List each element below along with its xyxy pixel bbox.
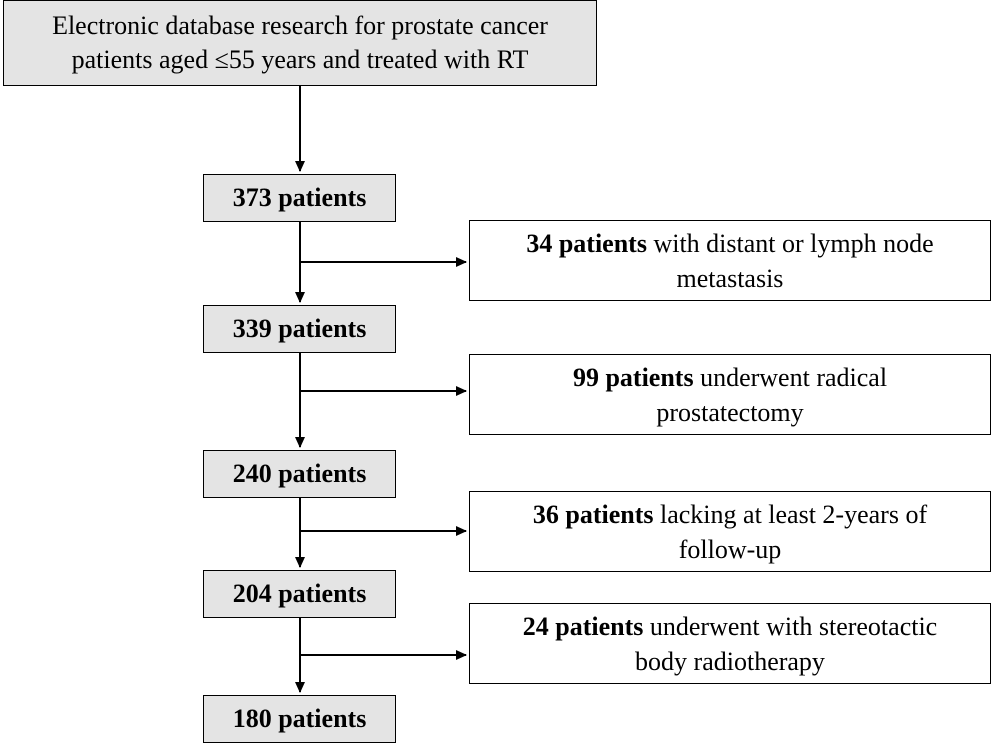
- source-line-1: Electronic database research for prostat…: [52, 11, 548, 40]
- exclusion-reason-cont: prostatectomy: [656, 397, 804, 427]
- source-line-2: patients aged ≤55 years and treated with…: [71, 45, 529, 74]
- stage-label: 180 patients: [232, 704, 367, 733]
- exclusion-reason: underwent with stereotactic: [649, 611, 938, 641]
- exclusion-reason: with distant or lymph node: [653, 228, 934, 258]
- exclusion-reason: underwent radical: [700, 362, 888, 392]
- stage-box-3: 240 patients: [203, 450, 396, 498]
- stage-label: 339 patients: [232, 314, 367, 343]
- exclusion-box-4: 24 patients underwent with stereotactic …: [469, 603, 991, 684]
- stage-label: 204 patients: [232, 579, 367, 608]
- stage-label: 240 patients: [232, 459, 367, 488]
- exclusion-count: 34 patients: [526, 228, 647, 258]
- exclusion-box-3: 36 patients lacking at least 2-years of …: [469, 491, 991, 572]
- exclusion-box-2: 99 patients underwent radical prostatect…: [469, 354, 991, 435]
- stage-box-2: 339 patients: [203, 305, 396, 353]
- exclusion-count: 36 patients: [532, 499, 654, 529]
- source-box: Electronic database research for prostat…: [3, 0, 597, 86]
- exclusion-count: 24 patients: [522, 611, 644, 641]
- stage-box-1: 373 patients: [203, 174, 396, 222]
- exclusion-reason-cont: follow-up: [678, 534, 782, 564]
- exclusion-count: 99 patients: [572, 362, 694, 392]
- stage-box-5: 180 patients: [203, 695, 396, 743]
- exclusion-box-1: 34 patients with distant or lymph node m…: [469, 220, 991, 301]
- stage-box-4: 204 patients: [203, 570, 396, 618]
- exclusion-reason-cont: metastasis: [676, 263, 784, 293]
- exclusion-reason: lacking at least 2-years of: [660, 499, 928, 529]
- stage-label: 373 patients: [232, 183, 367, 212]
- exclusion-reason-cont: body radiotherapy: [635, 646, 825, 676]
